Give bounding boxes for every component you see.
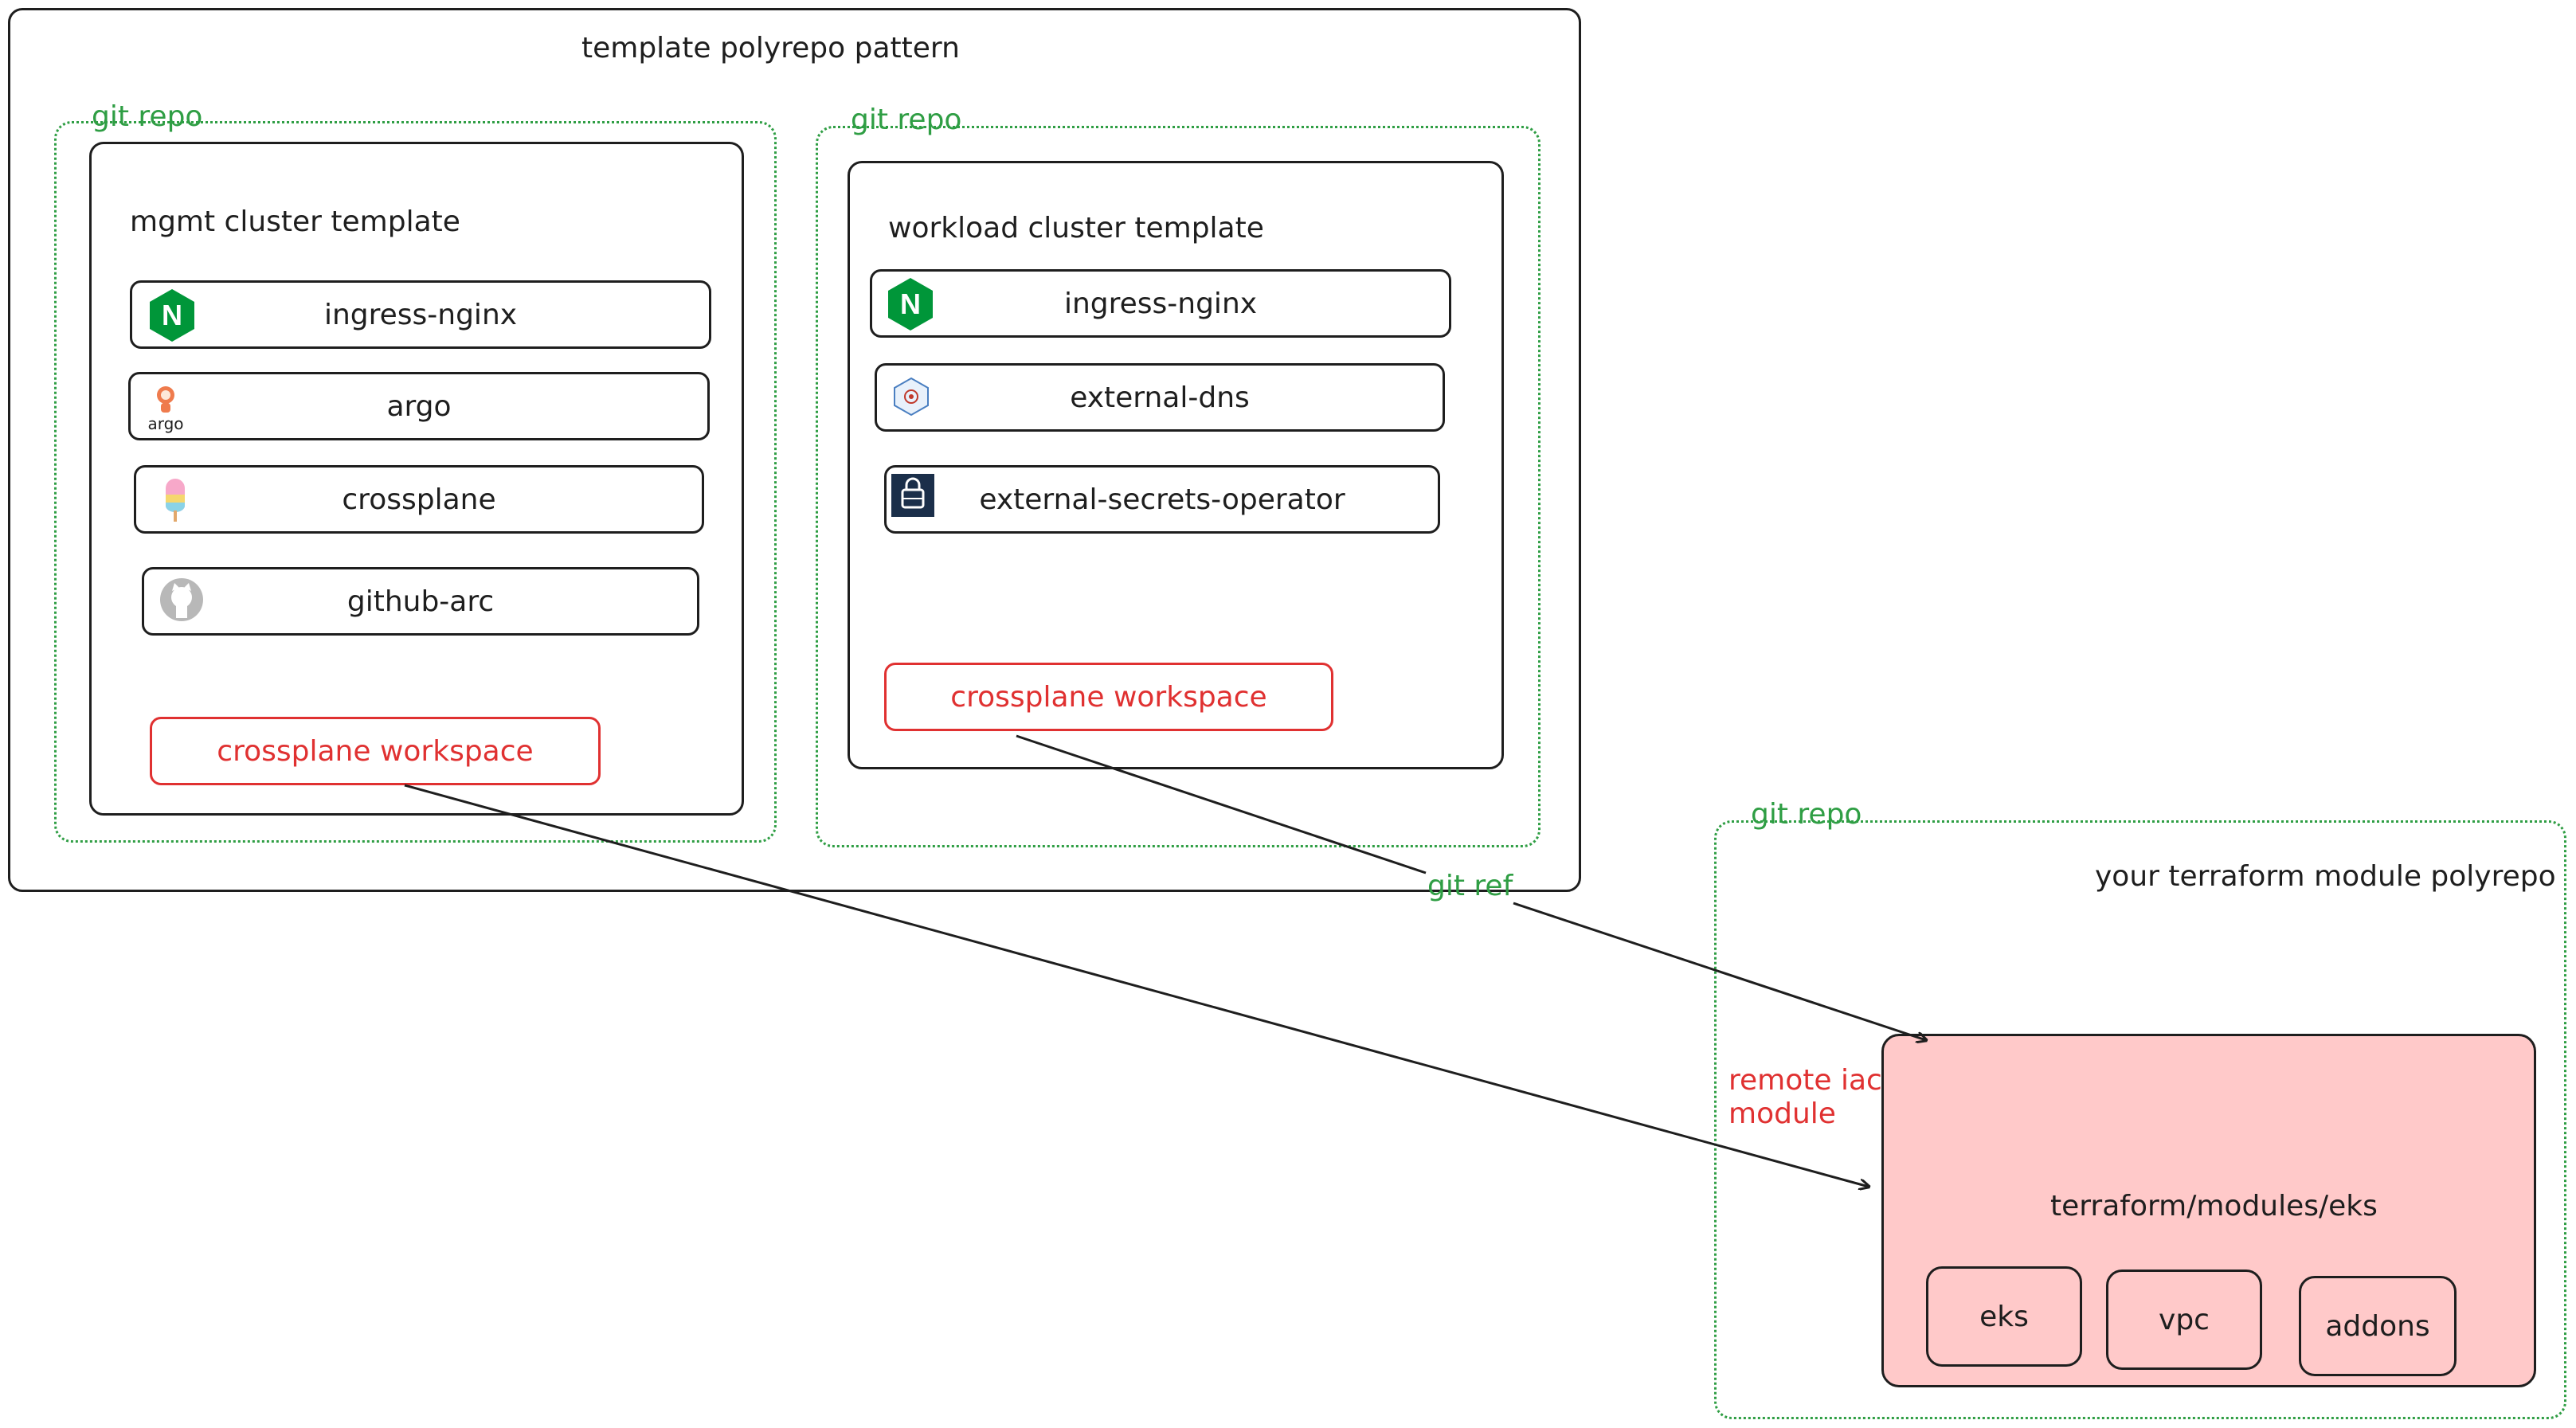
submodule-label: addons xyxy=(2325,1309,2430,1343)
workload-git-repo-label: git repo xyxy=(851,104,962,136)
workload-item-external-dns[interactable]: external-dns xyxy=(875,363,1445,432)
svg-text:N: N xyxy=(162,299,182,331)
template-polyrepo-frame xyxy=(8,8,1581,892)
argo-icon: argo xyxy=(143,379,188,436)
terraform-git-repo-label: git repo xyxy=(1751,798,1862,831)
submodule-vpc[interactable]: vpc xyxy=(2106,1270,2262,1370)
workload-template-title: workload cluster template xyxy=(888,212,1264,245)
mgmt-item-argo[interactable]: argo xyxy=(128,372,710,440)
terraform-git-repo xyxy=(1714,820,2566,1419)
submodule-label: eks xyxy=(1979,1300,2029,1333)
external-secrets-icon xyxy=(891,473,935,518)
mgmt-git-repo-label: git repo xyxy=(92,100,203,133)
remote-iac-label-line1: remote iac xyxy=(1728,1064,1882,1097)
item-label: crossplane xyxy=(342,483,496,516)
terraform-repo-title: your terraform module polyrepo xyxy=(2095,860,2556,893)
workload-item-ingress-nginx[interactable]: ingress-nginx xyxy=(870,269,1451,338)
workload-item-external-secrets-operator[interactable]: external-secrets-operator xyxy=(884,465,1440,534)
remote-iac-label-line2: module xyxy=(1728,1097,1836,1130)
submodule-eks[interactable]: eks xyxy=(1926,1266,2082,1367)
github-icon xyxy=(156,573,207,626)
nginx-icon: N xyxy=(884,276,937,333)
argo-icon-text: argo xyxy=(147,414,184,433)
arrow-mgmt-to-module xyxy=(404,784,1869,1187)
svg-text:N: N xyxy=(900,288,921,320)
item-label: argo xyxy=(386,389,452,423)
arrow-workload-to-module xyxy=(1016,734,1926,1040)
page-title: template polyrepo pattern xyxy=(581,32,960,65)
git-ref-label: git ref xyxy=(1427,870,1513,902)
workload-git-repo xyxy=(816,126,1541,847)
workspace-label: crossplane workspace xyxy=(950,680,1267,714)
item-label: ingress-nginx xyxy=(323,298,518,331)
mgmt-item-crossplane[interactable]: crossplane xyxy=(134,465,704,534)
item-label: external-dns xyxy=(1070,381,1250,414)
mgmt-crossplane-workspace[interactable]: crossplane workspace xyxy=(150,717,601,785)
mgmt-template-title: mgmt cluster template xyxy=(130,205,460,238)
item-label: ingress-nginx xyxy=(1063,287,1258,320)
workspace-label: crossplane workspace xyxy=(217,734,534,768)
workload-crossplane-workspace[interactable]: crossplane workspace xyxy=(884,663,1333,731)
module-path: terraform/modules/eks xyxy=(2050,1190,2378,1223)
item-label: github-arc xyxy=(346,585,495,618)
crossplane-icon xyxy=(159,476,191,524)
mgmt-item-github-arc[interactable]: github-arc xyxy=(142,567,699,636)
nginx-icon: N xyxy=(146,287,198,344)
submodule-addons[interactable]: addons xyxy=(2299,1276,2457,1376)
mgmt-git-repo xyxy=(54,121,777,843)
mgmt-item-ingress-nginx[interactable]: ingress-nginx xyxy=(130,280,711,349)
external-dns-icon xyxy=(891,376,932,417)
submodule-label: vpc xyxy=(2159,1303,2210,1336)
item-label: external-secrets-operator xyxy=(979,483,1345,516)
